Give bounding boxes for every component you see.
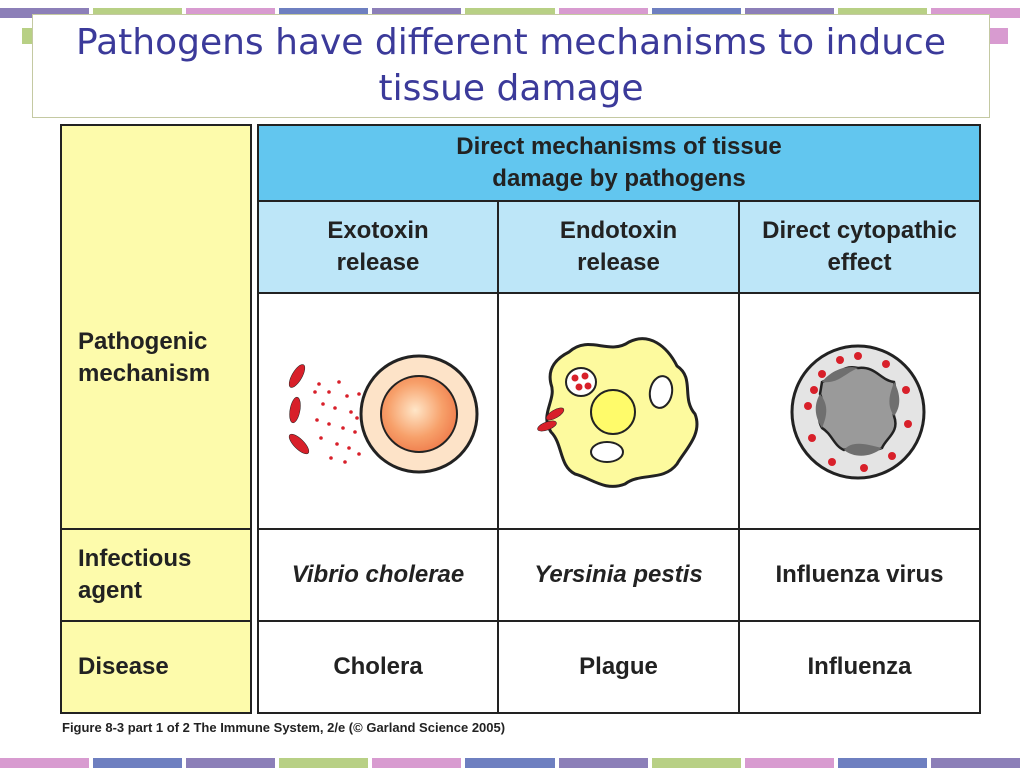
figure-caption: Figure 8-3 part 1 of 2 The Immune System… <box>62 720 506 735</box>
cytopathic-cell-icon <box>790 344 926 480</box>
accent-segment <box>279 758 369 768</box>
accent-segment <box>93 758 183 768</box>
col-header-exotoxin: Exotoxin release <box>327 217 429 276</box>
agent-yersinia: Yersinia pestis <box>534 561 703 588</box>
row-label-mechanism: Pathogenic mechanism <box>78 328 211 387</box>
agent-vibrio: Vibrio cholerae <box>291 561 465 588</box>
agent-influenza: Influenza virus <box>775 561 944 588</box>
figure-header-cell: Direct mechanisms of tissue damage by pa… <box>257 124 981 202</box>
accent-segment <box>837 758 927 768</box>
top-accent-strip <box>0 8 1024 18</box>
accent-segment <box>930 758 1021 768</box>
agent-cell-1: Vibrio cholerae <box>257 528 499 622</box>
mechanisms-figure: Pathogenic mechanism Infectious agent Di… <box>60 124 982 716</box>
slide-title: Pathogens have different mechanisms to i… <box>76 22 946 109</box>
row-label-disease-cell: Disease <box>60 620 252 714</box>
col-header-endotoxin: Endotoxin release <box>559 217 678 276</box>
disease-plague: Plague <box>579 653 658 680</box>
accent-segment <box>372 8 462 18</box>
row-label-disease: Disease <box>78 653 169 680</box>
col-header-exotoxin-cell: Exotoxin release <box>257 200 499 294</box>
col-header-endotoxin-cell: Endotoxin release <box>497 200 740 294</box>
row-label-agent-cell: Infectious agent <box>60 528 252 622</box>
col-header-cytopathic-cell: Direct cytopathic effect <box>738 200 981 294</box>
disease-influenza: Influenza <box>807 653 912 680</box>
accent-segment <box>279 8 369 18</box>
accent-segment <box>372 758 462 768</box>
accent-segment <box>93 8 183 18</box>
accent-segment <box>186 8 276 18</box>
agent-cell-2: Yersinia pestis <box>497 528 740 622</box>
row-label-mechanism-cell: Pathogenic mechanism <box>60 124 252 530</box>
figure-header: Direct mechanisms of tissue damage by pa… <box>456 133 782 192</box>
exotoxin-illustration-cell <box>257 292 499 530</box>
exotoxin-cell-icon <box>288 354 479 474</box>
accent-segment <box>186 758 276 768</box>
cytopathic-illustration-cell <box>738 292 981 530</box>
accent-segment <box>465 8 555 18</box>
row-label-agent: Infectious agent <box>78 545 192 604</box>
slide-title-box: Pathogens have different mechanisms to i… <box>32 14 990 118</box>
disease-cell-2: Plague <box>497 620 740 714</box>
accent-segment <box>837 8 927 18</box>
agent-cell-3: Influenza virus <box>738 528 981 622</box>
endotoxin-cell-icon <box>537 337 699 488</box>
disease-cell-3: Influenza <box>738 620 981 714</box>
accent-segment <box>744 8 834 18</box>
col-header-cytopathic: Direct cytopathic effect <box>762 217 957 276</box>
accent-segment <box>0 8 90 18</box>
disease-cell-1: Cholera <box>257 620 499 714</box>
accent-segment <box>558 758 648 768</box>
endotoxin-illustration-cell <box>497 292 740 530</box>
accent-segment <box>651 758 741 768</box>
bottom-accent-strip <box>0 758 1024 768</box>
accent-segment <box>651 8 741 18</box>
disease-cholera: Cholera <box>333 653 423 680</box>
accent-segment <box>744 758 834 768</box>
accent-segment <box>0 758 90 768</box>
accent-segment <box>558 8 648 18</box>
accent-segment <box>465 758 555 768</box>
accent-segment <box>930 8 1021 18</box>
